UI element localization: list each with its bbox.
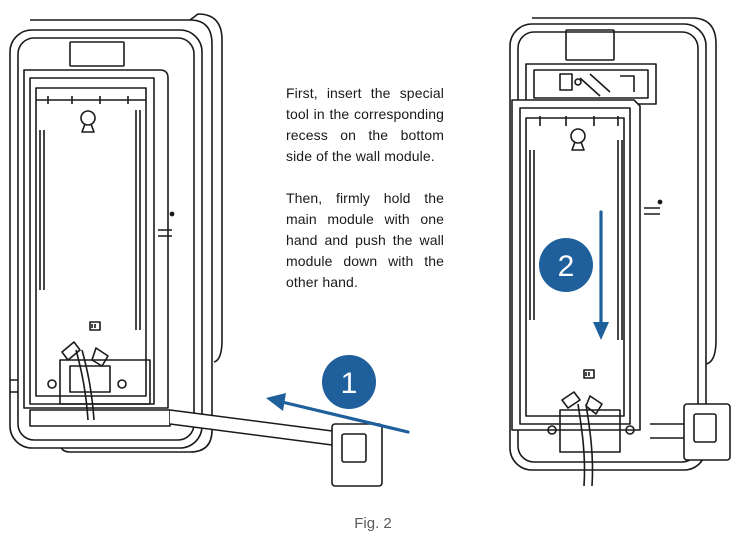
step1-instruction: First, insert the special tool in the co…	[286, 85, 444, 164]
figure-caption: Fig. 2	[354, 515, 392, 532]
step2-badge-number: 2	[558, 250, 575, 283]
step1-badge: 1	[322, 355, 376, 409]
push-arrow-step1	[266, 393, 410, 434]
device-left	[9, 13, 383, 487]
instructions: First, insert the special tool in the co…	[286, 83, 444, 314]
step1-badge-number: 1	[341, 367, 358, 400]
step2-instruction: Then, firmly hold the main module with o…	[286, 190, 444, 290]
step2-badge: 2	[539, 238, 593, 292]
push-arrow-step2	[593, 210, 609, 340]
